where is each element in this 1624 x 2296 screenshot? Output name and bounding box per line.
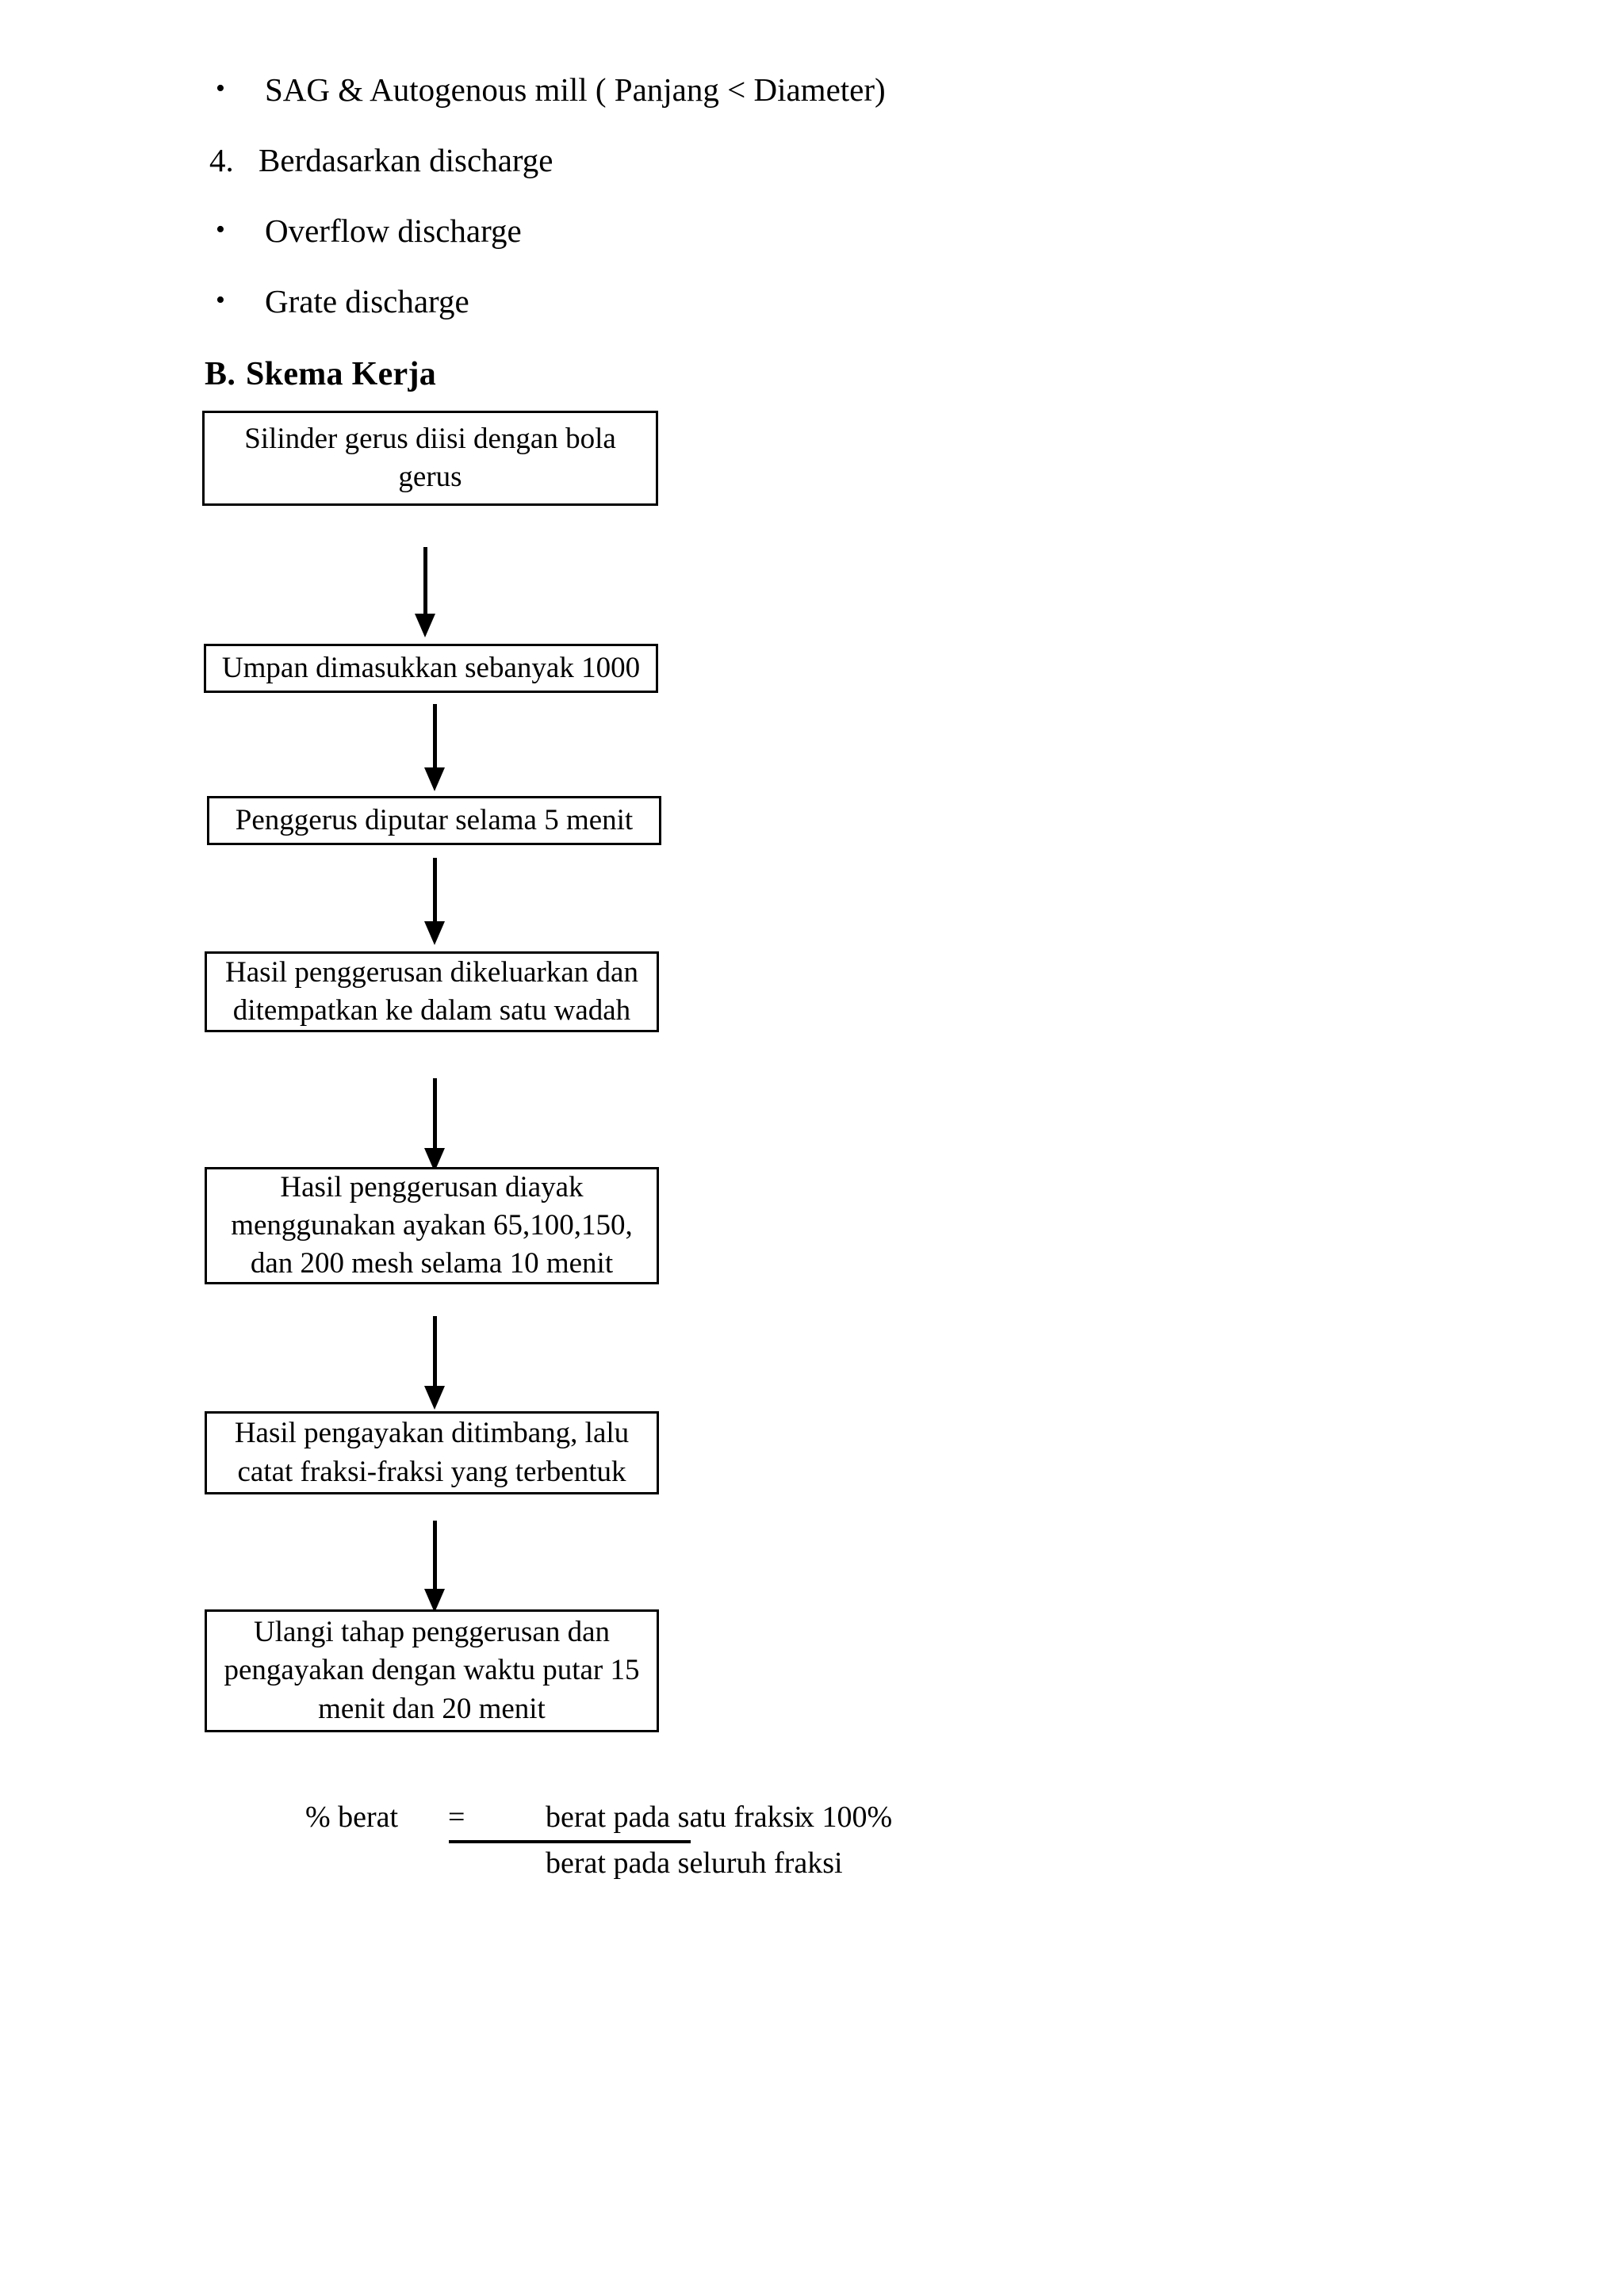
- list-item-label: Berdasarkan discharge: [259, 142, 553, 179]
- flow-arrow-down-icon: [415, 547, 435, 637]
- formula-fraction-bar: [449, 1840, 691, 1843]
- flow-box: Silinder gerus diisi dengan bola gerus: [202, 411, 658, 506]
- bullet-icon: •: [216, 74, 225, 103]
- list-item-label: SAG & Autogenous mill ( Panjang < Diamet…: [265, 71, 886, 108]
- flow-box-label: Hasil penggerusan diayak menggunakan aya…: [231, 1170, 633, 1280]
- outline-list: • SAG & Autogenous mill ( Panjang < Diam…: [198, 71, 1308, 354]
- flow-box-label: Penggerus diputar selama 5 menit: [235, 803, 634, 836]
- flow-box-label: Silinder gerus diisi dengan bola gerus: [244, 422, 616, 493]
- formula-label: % berat: [305, 1800, 399, 1834]
- flow-box: Penggerus diputar selama 5 menit: [207, 796, 661, 845]
- list-item: • Grate discharge: [198, 283, 1308, 320]
- flow-arrow-down-icon: [424, 1521, 445, 1613]
- bullet-icon: •: [216, 285, 225, 316]
- percent-weight-formula: % berat = berat pada satu fraksi x 100% …: [0, 1788, 1624, 1915]
- bullet-icon: •: [216, 215, 225, 245]
- formula-numerator: berat pada satu fraksi: [546, 1800, 802, 1834]
- flow-box-label: Hasil pengayakan ditimbang, lalu catat f…: [234, 1417, 630, 1488]
- list-item: 4. Berdasarkan discharge: [198, 142, 1308, 179]
- section-title: Skema Kerja: [246, 356, 437, 392]
- flow-box-label: Hasil penggerusan dikeluarkan dan ditemp…: [225, 955, 638, 1027]
- list-item: • Overflow discharge: [198, 212, 1308, 250]
- list-item: • SAG & Autogenous mill ( Panjang < Diam…: [198, 71, 1308, 109]
- flow-arrow-down-icon: [424, 1078, 445, 1172]
- flow-box: Hasil pengayakan ditimbang, lalu catat f…: [205, 1411, 659, 1494]
- formula-multiplier: x 100%: [799, 1800, 893, 1834]
- section-letter: B.: [205, 356, 236, 392]
- flow-box: Hasil penggerusan dikeluarkan dan ditemp…: [205, 951, 659, 1032]
- flow-box: Umpan dimasukkan sebanyak 1000: [204, 644, 658, 693]
- flow-box: Hasil penggerusan diayak menggunakan aya…: [205, 1167, 659, 1284]
- list-item-label: Grate discharge: [265, 283, 469, 320]
- flow-box-label: Ulangi tahap penggerusan dan pengayakan …: [224, 1616, 640, 1725]
- flow-box: Ulangi tahap penggerusan dan pengayakan …: [205, 1609, 659, 1732]
- flow-arrow-down-icon: [424, 704, 445, 791]
- formula-equals-sign: =: [448, 1800, 465, 1834]
- list-number-marker: 4.: [209, 142, 234, 179]
- flow-box-label: Umpan dimasukkan sebanyak 1000: [221, 651, 641, 684]
- section-heading: B. Skema Kerja: [205, 355, 436, 393]
- formula-denominator: berat pada seluruh fraksi: [546, 1846, 843, 1880]
- list-item-label: Overflow discharge: [265, 212, 522, 250]
- flow-arrow-down-icon: [424, 858, 445, 945]
- flow-arrow-down-icon: [424, 1316, 445, 1410]
